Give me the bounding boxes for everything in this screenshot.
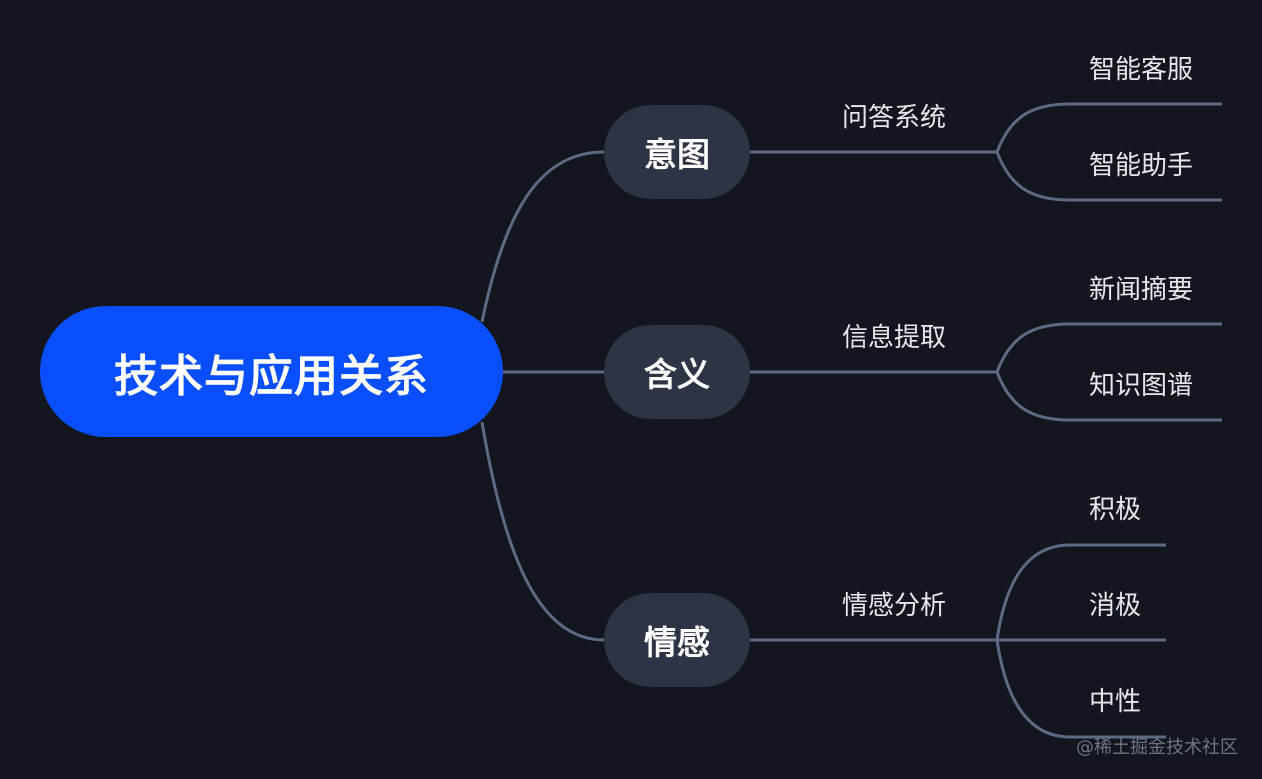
task-label-extraction[interactable]: 信息提取 [842,323,947,353]
leaf-label[interactable]: 知识图谱 [1089,371,1194,401]
leaf-label[interactable]: 智能客服 [1089,55,1194,85]
branch-node-intent[interactable]: 意图 [604,105,750,199]
branch-label: 含义 [644,355,710,394]
root-label: 技术与应用关系 [114,350,429,402]
connector-root-intent [480,150,605,323]
branch-node-emotion[interactable]: 情感 [604,593,750,687]
branch-label: 意图 [644,135,710,174]
connector-leaf-2 [995,151,1222,202]
connector-leaf-7 [995,639,1166,739]
leaf-label[interactable]: 智能助手 [1089,151,1194,181]
connector-leaf-1 [995,102,1222,153]
connector-leaf-3 [995,322,1222,373]
leaf-label[interactable]: 积极 [1089,495,1142,525]
connector-root-emotion [480,421,605,642]
leaf-label[interactable]: 消极 [1089,591,1142,621]
watermark: @稀土掘金技术社区 [1076,737,1238,758]
task-label-qa[interactable]: 问答系统 [842,103,947,133]
connector-leaf-4 [995,371,1222,422]
leaf-label[interactable]: 中性 [1089,687,1142,717]
branch-label: 情感 [644,623,710,662]
leaf-label[interactable]: 新闻摘要 [1089,275,1194,305]
task-label-sentiment[interactable]: 情感分析 [842,591,947,621]
branch-node-meaning[interactable]: 含义 [604,325,750,419]
root-node[interactable]: 技术与应用关系 [40,306,503,437]
connector-leaf-5 [995,543,1166,641]
